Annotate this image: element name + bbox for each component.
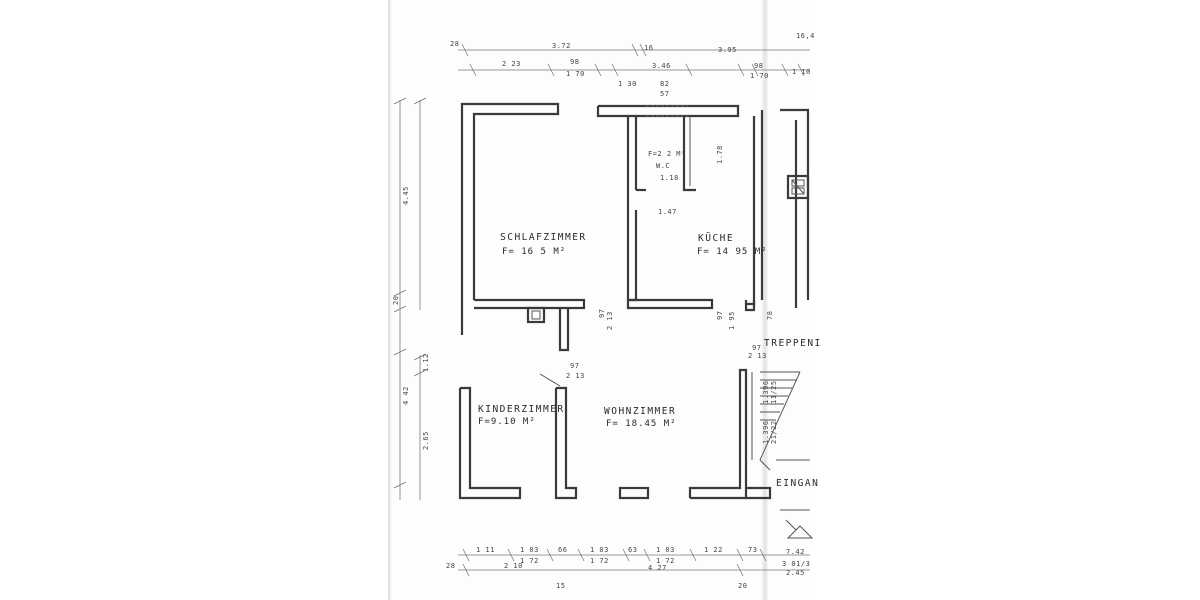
- dim-stair-3: 1.396: [762, 420, 770, 444]
- dim-left-4: 2.65: [422, 431, 430, 450]
- room-area-kueche: F= 14 95 M²: [697, 247, 768, 257]
- dim-top-7: 16: [644, 44, 653, 52]
- dim-left-1: 4.45: [402, 186, 410, 205]
- top-dimension-lines: [458, 43, 810, 77]
- dim-top-11: 3.95: [718, 46, 737, 54]
- room-name-wohnzimmer: WOHNZIMMER: [604, 406, 676, 417]
- dim-top-9: 82: [660, 80, 669, 88]
- room-name-kueche: KÜCHE: [698, 233, 734, 244]
- dim-bottom-8: 1 03: [656, 546, 675, 554]
- room-extra-wc: 1.18: [660, 174, 679, 182]
- dim-bottom-2: 1 03: [520, 546, 539, 554]
- floor-plan-sheet: [388, 0, 810, 600]
- outer-walls: [460, 102, 810, 335]
- dim-top-3: 2 23: [502, 60, 521, 68]
- dim-top-6: 1 30: [618, 80, 637, 88]
- stairs: [751, 371, 810, 531]
- dim-top-8: 3.46: [652, 62, 671, 70]
- left-dimension-lines: [393, 97, 427, 500]
- label-treppen: TREPPENI: [764, 338, 822, 349]
- dim-bottom-15: 15: [556, 582, 565, 590]
- dim-door-6: 2 13: [566, 372, 585, 380]
- dim-top-1: 28: [450, 40, 459, 48]
- sheet-edge-shadow: [388, 0, 392, 600]
- dim-stair-2: 11/25: [770, 380, 778, 404]
- dim-top-15: 16,4: [796, 32, 815, 40]
- dim-bottom-12: 2 10: [504, 562, 523, 570]
- dim-top-13: 1 70: [750, 72, 769, 80]
- room-area-schlafzimmer: F= 16 5 M²: [502, 247, 566, 257]
- dim-top-4: 98: [570, 58, 579, 66]
- inner-walls: [474, 110, 764, 352]
- dim-door-4: 2 13: [606, 311, 614, 330]
- dim-door-10: 97: [752, 344, 761, 352]
- room-area-wohnzimmer: F= 18.45 M²: [606, 419, 677, 429]
- dim-bottom-9: 1 72: [656, 557, 675, 565]
- dim-bottom-4: 66: [558, 546, 567, 554]
- dim-bottom-1: 1 11: [476, 546, 495, 554]
- sheet-fold-line: [762, 0, 768, 600]
- dim-bottom-13: 4 27: [648, 564, 667, 572]
- dim-bottom-17: 7.42: [786, 548, 805, 556]
- dim-stair-1: 1.396: [762, 380, 770, 404]
- dim-left-3: 4 42: [402, 386, 410, 405]
- north-arrow-icon: [786, 525, 814, 539]
- dim-door-11: 2 13: [748, 352, 767, 360]
- dim-top-12: 98: [754, 62, 763, 70]
- dim-door-8: 1 95: [728, 311, 736, 330]
- dim-bottom-14: 28: [446, 562, 455, 570]
- dim-door-9: 78: [766, 311, 774, 320]
- room-name-schlafzimmer: SCHLAFZIMMER: [500, 232, 587, 243]
- bottom-dimension-lines: [458, 548, 810, 577]
- dim-door-7: 97: [716, 311, 724, 320]
- dim-top-2: 3.72: [552, 42, 571, 50]
- dim-bottom-16: 20: [738, 582, 747, 590]
- dim-bottom-5: 1 03: [590, 546, 609, 554]
- dim-door-2: 1.78: [716, 145, 724, 164]
- dim-bottom-3: 1 72: [520, 557, 539, 565]
- room-area-kinderzimmer: F=9.10 M²: [478, 417, 536, 427]
- dim-door-1: 1.47: [658, 208, 677, 216]
- dim-left-2: 20: [392, 296, 400, 305]
- dim-bottom-18: 3 01/3: [782, 560, 810, 568]
- dim-bottom-6: 1 72: [590, 557, 609, 565]
- dim-bottom-19: 2.45: [786, 569, 805, 577]
- dim-bottom-7: 63: [628, 546, 637, 554]
- room-name-kinderzimmer: KINDERZIMMER: [478, 404, 565, 415]
- room-name-wc: W.C: [656, 162, 670, 170]
- dim-top-14: 1 10: [792, 68, 811, 76]
- dim-stair-4: 21/22: [770, 420, 778, 444]
- lower-walls: [458, 368, 772, 500]
- label-eingang: EINGAN: [776, 478, 819, 489]
- dim-bottom-10: 1 22: [704, 546, 723, 554]
- room-area-wc: F=2 2 M²: [648, 150, 686, 158]
- dim-left-5: 1.12: [422, 353, 430, 372]
- dim-bottom-11: 73: [748, 546, 757, 554]
- dim-door-3: 97: [598, 309, 606, 318]
- dim-door-5: 97: [570, 362, 579, 370]
- dim-top-10: 57: [660, 90, 669, 98]
- dim-top-5: 1 70: [566, 70, 585, 78]
